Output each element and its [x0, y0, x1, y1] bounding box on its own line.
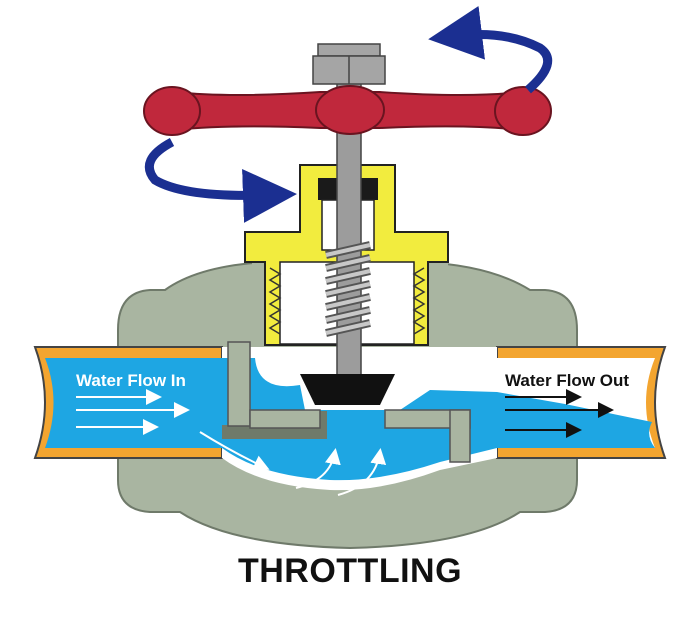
stem-nut — [312, 43, 386, 85]
rotation-arrow-icon — [144, 5, 553, 223]
valve-disc — [300, 374, 395, 405]
inlet-pipe — [33, 346, 223, 459]
handwheel-icon — [143, 85, 552, 136]
stem-threads — [325, 241, 371, 337]
diagram-title: THROTTLING — [237, 552, 463, 590]
valve-chamber — [222, 341, 497, 491]
outflow-label: Water Flow Out — [505, 371, 630, 390]
inflow-label: Water Flow In — [76, 371, 186, 390]
outlet-pipe — [496, 346, 667, 459]
flow-arrow-icon — [76, 389, 614, 496]
